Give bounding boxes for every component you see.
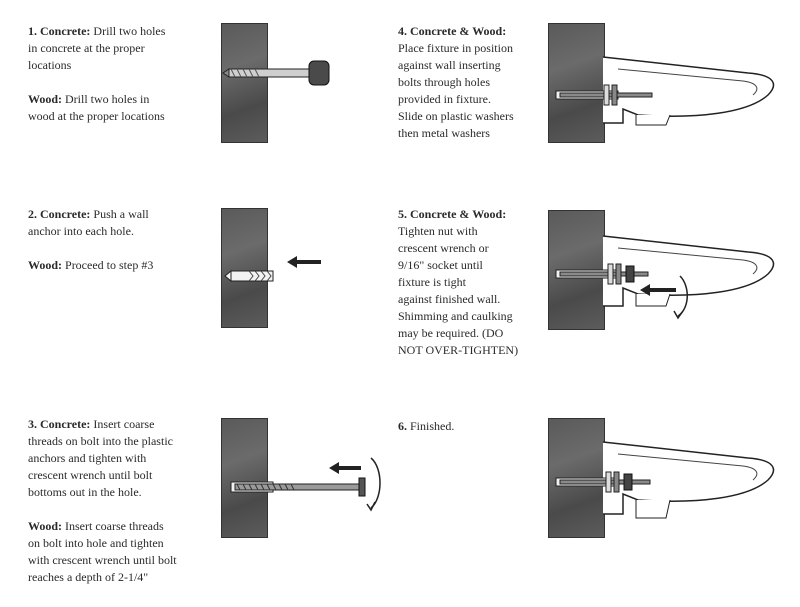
step-5-line: may be required. (DO [398, 326, 504, 340]
step-1-line: wood at the proper locations [28, 109, 165, 123]
step-4-line: Place fixture in position [398, 41, 513, 55]
step-4-line: then metal washers [398, 126, 490, 140]
step-5-line: 9/16" socket until [398, 258, 483, 272]
tighten-nut-illustration [555, 235, 775, 320]
step-3-line: with crescent wrench until bolt [28, 553, 177, 567]
step-3-wood: Wood: Insert coarse threads [28, 519, 164, 533]
step-4-text: 4. Concrete & Wood: Place fixture in pos… [398, 23, 548, 142]
step-3-line: on bolt into hole and tighten [28, 536, 164, 550]
step-3-line: threads on bolt into the plastic [28, 434, 173, 448]
finished-fixture-illustration [555, 441, 775, 519]
wall-anchor-illustration [224, 256, 321, 283]
step-5-line: NOT OVER-TIGHTEN) [398, 343, 519, 357]
step-1-line: locations [28, 58, 72, 72]
bolt-illustration [230, 457, 381, 512]
step-5-line: crescent wrench or [398, 241, 489, 255]
step-3-line: anchors and tighten with [28, 451, 147, 465]
step-1-line: in concrete at the proper [28, 41, 145, 55]
step-5-label: 5. Concrete & Wood: [398, 207, 507, 221]
step-5-line: fixture is tight [398, 275, 466, 289]
step-5-text: 5. Concrete & Wood: Tighten nut with cre… [398, 206, 548, 359]
fixture-placement-illustration [555, 56, 775, 126]
step-6-line: 6. Finished. [398, 419, 455, 433]
step-1-text: 1. Concrete: Drill two holes in concrete… [28, 23, 218, 125]
step-3-line: bottoms out in the hole. [28, 485, 142, 499]
step-1-wood: Wood: Drill two holes in [28, 92, 150, 106]
step-2-line: anchor into each hole. [28, 224, 134, 238]
wall-illustration-3 [221, 418, 268, 538]
step-3-line: crescent wrench until bolt [28, 468, 153, 482]
step-2-wood: Wood: Proceed to step #3 [28, 258, 154, 272]
drill-bit-illustration [222, 60, 330, 86]
step-2-concrete: 2. Concrete: Push a wall [28, 207, 149, 221]
step-3-line: reaches a depth of 2-1/4" [28, 570, 149, 584]
step-4-line: provided in fixture. [398, 92, 491, 106]
step-4-line: Slide on plastic washers [398, 109, 514, 123]
step-4-line: bolts through holes [398, 75, 490, 89]
step-2-text: 2. Concrete: Push a wall anchor into eac… [28, 206, 218, 274]
step-4-label: 4. Concrete & Wood: [398, 24, 507, 38]
step-5-line: against finished wall. [398, 292, 501, 306]
step-5-line: Shimming and caulking [398, 309, 513, 323]
step-3-concrete: 3. Concrete: Insert coarse [28, 417, 155, 431]
step-1-concrete: 1. Concrete: Drill two holes [28, 24, 166, 38]
wall-illustration-2 [221, 208, 268, 328]
step-6-text: 6. Finished. [398, 418, 548, 435]
step-4-line: against wall inserting [398, 58, 501, 72]
wall-illustration-1 [221, 23, 268, 143]
step-5-line: Tighten nut with [398, 224, 478, 238]
step-3-text: 3. Concrete: Insert coarse threads on bo… [28, 416, 228, 586]
